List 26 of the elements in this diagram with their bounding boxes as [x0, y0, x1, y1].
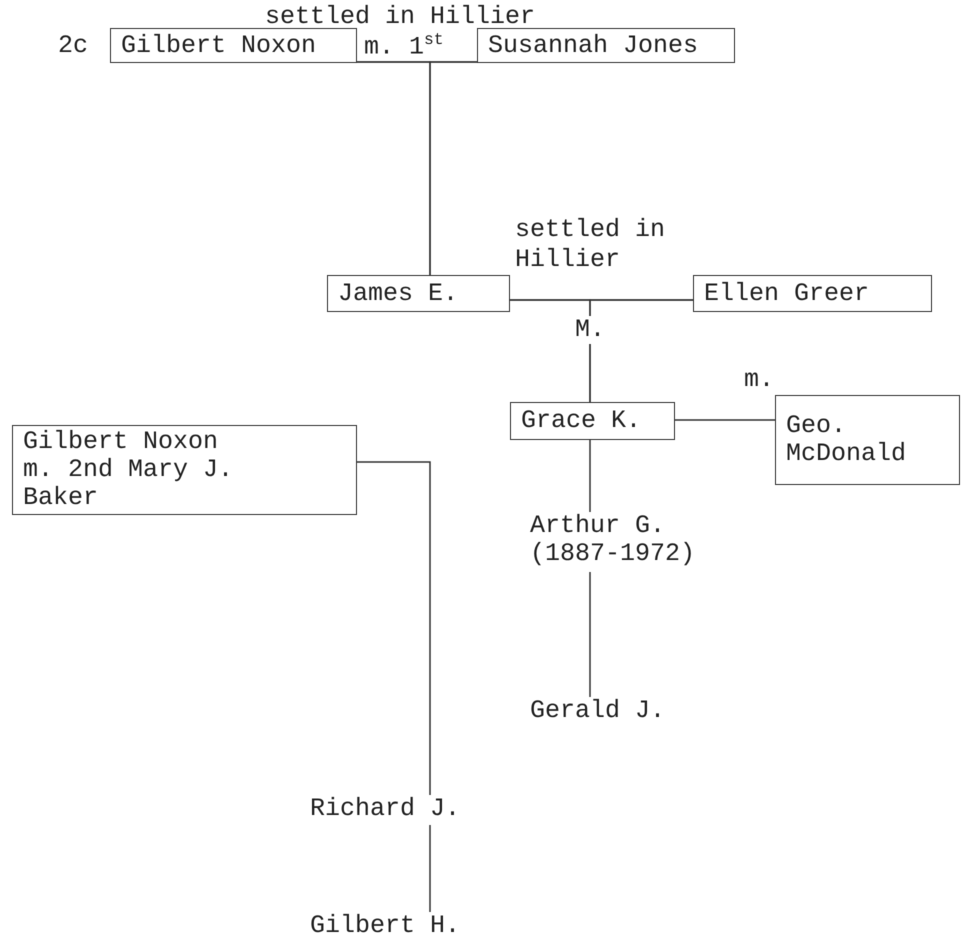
person-name: Gilbert Noxon — [121, 32, 316, 60]
connector-line — [589, 440, 591, 512]
connector-line — [357, 461, 431, 795]
person-name: Grace K. — [521, 407, 642, 435]
person-name: Geo. McDonald — [786, 412, 908, 468]
person-name: Ellen Greer — [704, 280, 870, 308]
person-box — [510, 402, 675, 440]
connector-line — [589, 572, 591, 697]
person-box — [110, 28, 357, 63]
connector-line — [429, 825, 431, 912]
person-name: Arthur G. (1887-1972) — [530, 512, 720, 572]
person-name: Richard J. — [310, 795, 510, 825]
person-name: Gilbert Noxon m. 2nd Mary J. Baker — [23, 428, 234, 512]
person-name: Susannah Jones — [488, 32, 698, 60]
person-box — [12, 425, 357, 515]
person-box — [477, 28, 735, 63]
connector-line — [675, 419, 775, 421]
person-box — [693, 275, 932, 312]
person-box — [775, 395, 960, 485]
note-text: settled in Hillier — [515, 215, 666, 275]
generation-mark: 2c — [58, 31, 90, 61]
person-name: James E. — [338, 280, 458, 308]
person-name: Gerald J. — [530, 697, 720, 727]
connector-line — [429, 61, 477, 275]
person-box — [327, 275, 510, 312]
person-name: Gilbert H. — [310, 912, 510, 942]
